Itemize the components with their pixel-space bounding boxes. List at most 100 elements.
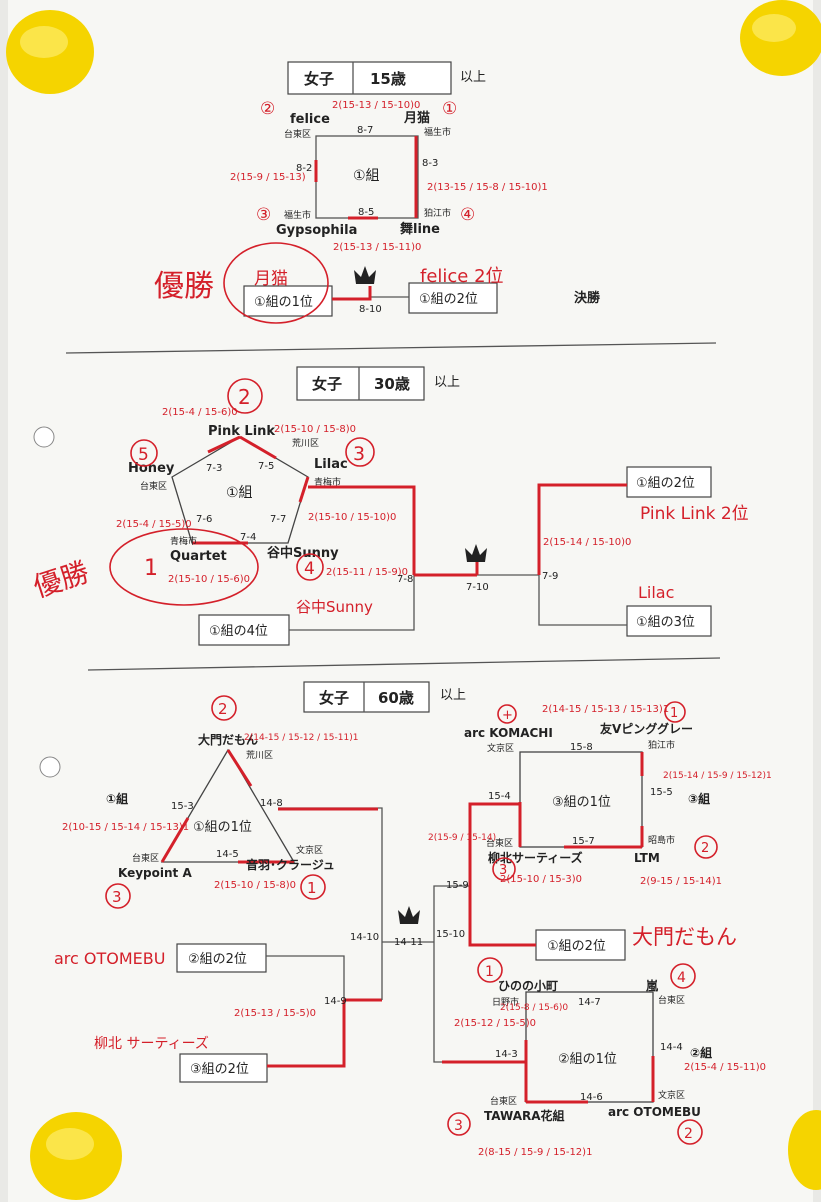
team-name: 嵐: [646, 978, 659, 993]
handwritten-score: 2(8-15 / 15-9 / 15-12)1: [478, 1147, 592, 1158]
slot-box: [626, 466, 712, 498]
match-num: 14-6: [580, 1092, 603, 1103]
match-num: 7-7: [270, 514, 286, 525]
team-name: LTM: [634, 851, 660, 865]
section-15: 女子 15歳 以上 ①組 8-7 8-2 8-3 8-5 felice 月猫 G…: [154, 61, 601, 324]
slot-box: [535, 929, 626, 961]
age-label: 30歳: [374, 375, 410, 393]
section-divider: [87, 657, 721, 671]
paper-sheet: 女子 15歳 以上 ①組 8-7 8-2 8-3 8-5 felice 月猫 G…: [8, 0, 813, 1202]
match-num: 14-7: [578, 997, 601, 1008]
ijou-label: 以上: [460, 70, 486, 85]
area-label: 福生市: [284, 209, 311, 221]
punch-hole-icon: [33, 426, 55, 448]
area-label: 狛江市: [424, 207, 451, 219]
rank-mark: 3: [353, 443, 365, 465]
handwritten-note: 柳北 サーティーズ: [94, 1035, 209, 1052]
rank-mark: 5: [138, 445, 149, 465]
rank-circle: [492, 857, 516, 881]
handwritten-score: 2(15-4 / 15-11)0: [684, 1062, 766, 1073]
rank-circle: [670, 963, 696, 989]
slot-label: ①組の2位: [636, 476, 695, 491]
match-num: 7-8: [397, 574, 413, 585]
handwritten-score: 2(15-9 / 15-14): [428, 833, 496, 843]
team-name: Lilac: [314, 457, 348, 472]
slot-box: [176, 943, 267, 973]
rank-circle: [227, 378, 263, 414]
match-num: 15-5: [650, 787, 673, 798]
team-name: Quartet: [170, 549, 227, 564]
match-num: 15-9: [446, 880, 469, 891]
handwritten-score: 2(10-15 / 15-14 / 15-13)1: [62, 822, 189, 833]
rank-mark: 1: [144, 556, 158, 581]
team-name: felice: [290, 112, 330, 127]
magnet-icon: [740, 0, 821, 76]
final-slot: [408, 282, 498, 314]
handwritten-score: 2(15-10 / 15-8)0: [274, 424, 356, 435]
slot-box: [198, 614, 290, 646]
bracket-canvas: 女子 15歳 以上 ①組 8-7 8-2 8-3 8-5 felice 月猫 G…: [29, 61, 772, 1158]
handwritten-score: 2(14-15 / 15-13 / 15-13)1: [542, 704, 669, 715]
handwritten-score: 2(15-13 / 15-11)0: [333, 242, 421, 253]
team-name: 谷中Sunny: [267, 545, 339, 561]
area-label: 文京区: [658, 1089, 685, 1101]
rank-circle: [211, 695, 237, 721]
rank-mark: ③: [256, 205, 271, 225]
slot-label: ②組の2位: [188, 952, 247, 967]
group-label: ①組: [226, 485, 253, 501]
handwritten-score: 2(15-4 / 15-6)0: [162, 407, 238, 418]
group-label: ①組: [353, 168, 380, 184]
handwritten-score: 2(15-13 / 15-10)0: [332, 100, 420, 111]
handwritten-score: 2(13-15 / 15-8 / 15-10)1: [427, 182, 548, 193]
handwritten-score: 2(15-9 / 15-13): [230, 172, 306, 183]
area-label: 昭島市: [648, 834, 675, 846]
slot-label: ①組の2位: [547, 939, 606, 954]
red-win-line: [160, 817, 190, 863]
red-win-line: [226, 749, 253, 787]
team-name: arc KOMACHI: [464, 726, 553, 740]
team-name: 音羽･クラージュ: [246, 857, 335, 872]
match-num: 7-3: [206, 463, 222, 474]
crown-icon: [465, 544, 487, 562]
final-slot: [243, 285, 333, 317]
rank-circle: [447, 1112, 471, 1136]
rank-mark: 2: [701, 841, 709, 856]
match-num: 8-7: [357, 125, 373, 136]
slot-label: ①組の3位: [636, 615, 695, 630]
age-label: 60歳: [378, 689, 414, 707]
red-win-line: [267, 1000, 346, 1068]
rank-mark: 3: [499, 863, 507, 878]
area-label: 文京区: [296, 844, 323, 856]
rank-circle: [497, 704, 517, 724]
handwritten-score: 2(15-14 / 15-9 / 15-12)1: [663, 771, 772, 781]
match-num: 15-3: [171, 801, 194, 812]
red-win-line: [468, 802, 536, 947]
match-num: 15-8: [570, 742, 593, 753]
team-name: 舞line: [399, 221, 440, 237]
rank-mark: 2: [238, 385, 251, 409]
area-label: 福生市: [424, 126, 451, 138]
ijou-label: 以上: [440, 688, 466, 703]
final-slot-label: ①組の1位: [254, 295, 313, 310]
group-label: ①組: [106, 791, 128, 806]
red-win-line: [207, 435, 241, 454]
area-label: 台東区: [284, 128, 311, 140]
header-box-30: [296, 366, 425, 401]
match-num: 15-7: [572, 836, 595, 847]
group-center-label: ①組の1位: [193, 820, 252, 835]
match-num: 8-3: [422, 158, 438, 169]
red-win-line: [537, 483, 627, 575]
bracket-line: [433, 885, 470, 942]
header-box-15: [287, 61, 452, 95]
match-num: 14-9: [324, 996, 347, 1007]
rank-circle: [300, 874, 326, 900]
match-num: 7-9: [542, 571, 558, 582]
match-num: 8-5: [358, 207, 374, 218]
match-num: 7-10: [466, 582, 489, 593]
area-label: 台東区: [486, 837, 513, 849]
rank-circle: [130, 439, 158, 467]
team-name: 月猫: [403, 110, 430, 126]
area-label: 台東区: [658, 994, 685, 1006]
rank-circle: [345, 437, 375, 467]
